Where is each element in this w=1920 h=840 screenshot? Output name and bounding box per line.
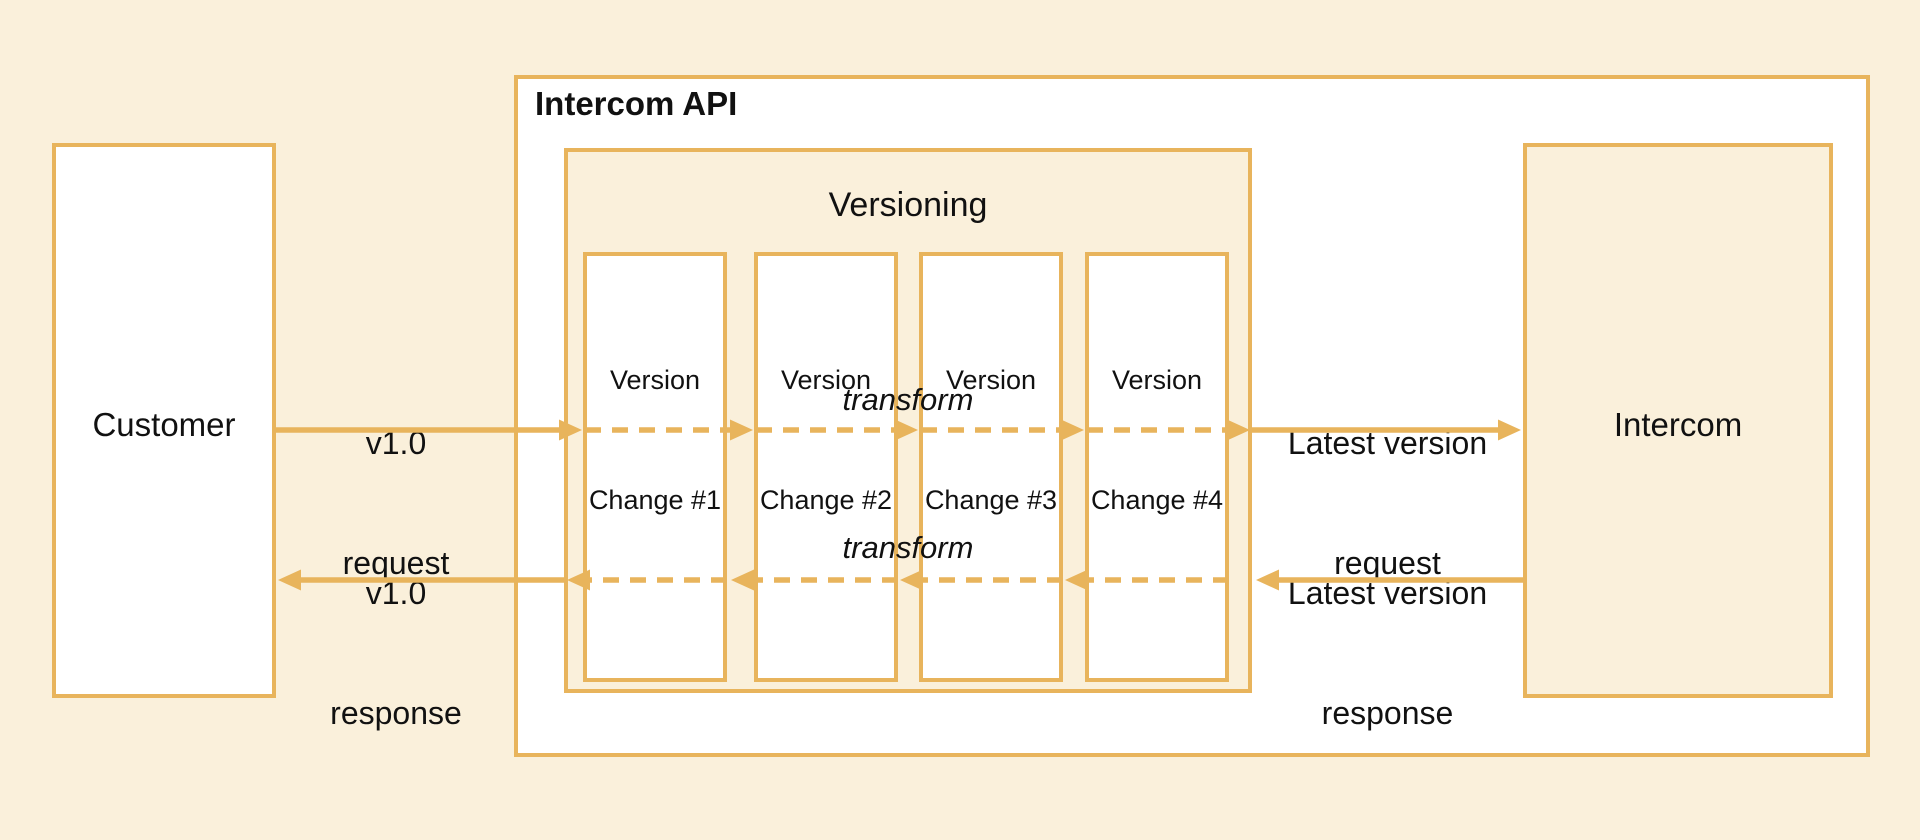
version-change-1-box [583, 252, 727, 682]
request-arrow [276, 419, 1521, 441]
response-arrowhead-6 [278, 569, 301, 591]
customer-box [52, 143, 276, 698]
version-change-4-label-line1: Version [1111, 365, 1203, 395]
latest-version-request-label-line2: request [1334, 545, 1441, 581]
version-change-1-label-line1: Version [609, 365, 701, 395]
intercom-api-title: Intercom API [535, 85, 738, 122]
version-change-3-label: Version Change #3 [919, 280, 1063, 600]
version-change-4-label: Version Change #4 [1085, 280, 1229, 600]
request-arrowhead-2 [730, 419, 753, 441]
version-change-3-box [919, 252, 1063, 682]
version-change-2-label-line2: Change #2 [759, 485, 893, 515]
response-arrowhead-4 [731, 569, 754, 591]
version-change-2-label-line1: Version [780, 365, 872, 395]
intercom-box [1523, 143, 1833, 698]
version-change-2-box [754, 252, 898, 682]
version-change-3-label-line2: Change #3 [924, 485, 1058, 515]
version-change-1-label: Version Change #1 [583, 280, 727, 600]
version-change-2-label: Version Change #2 [754, 280, 898, 600]
version-change-1-label-line2: Change #1 [588, 485, 722, 515]
response-arrowhead-2 [1065, 569, 1088, 591]
response-arrowhead-1 [1256, 569, 1279, 591]
response-arrowhead-3 [900, 569, 923, 591]
request-arrowhead-5 [1227, 419, 1250, 441]
request-arrowhead-4 [1061, 419, 1084, 441]
response-arrowhead-5 [567, 569, 590, 591]
intercom-label: Intercom [1613, 406, 1743, 443]
transform-request-label: transform [842, 382, 974, 417]
versioning-title: Versioning [828, 186, 988, 224]
request-arrowhead-3 [895, 419, 918, 441]
request-arrowhead-6 [1498, 419, 1521, 441]
transform-response-label: transform [842, 530, 974, 565]
latest-version-response-label-line2: response [1321, 695, 1454, 731]
request-arrowhead-1 [559, 419, 582, 441]
version-change-4-label-line2: Change #4 [1090, 485, 1224, 515]
v1-request-label-line2: request [342, 545, 450, 581]
response-arrow [278, 569, 1523, 591]
version-change-3-label-line1: Version [945, 365, 1037, 395]
customer-label: Customer [92, 406, 236, 443]
version-change-4-box [1085, 252, 1229, 682]
v1-response-label-line2: response [330, 695, 462, 731]
